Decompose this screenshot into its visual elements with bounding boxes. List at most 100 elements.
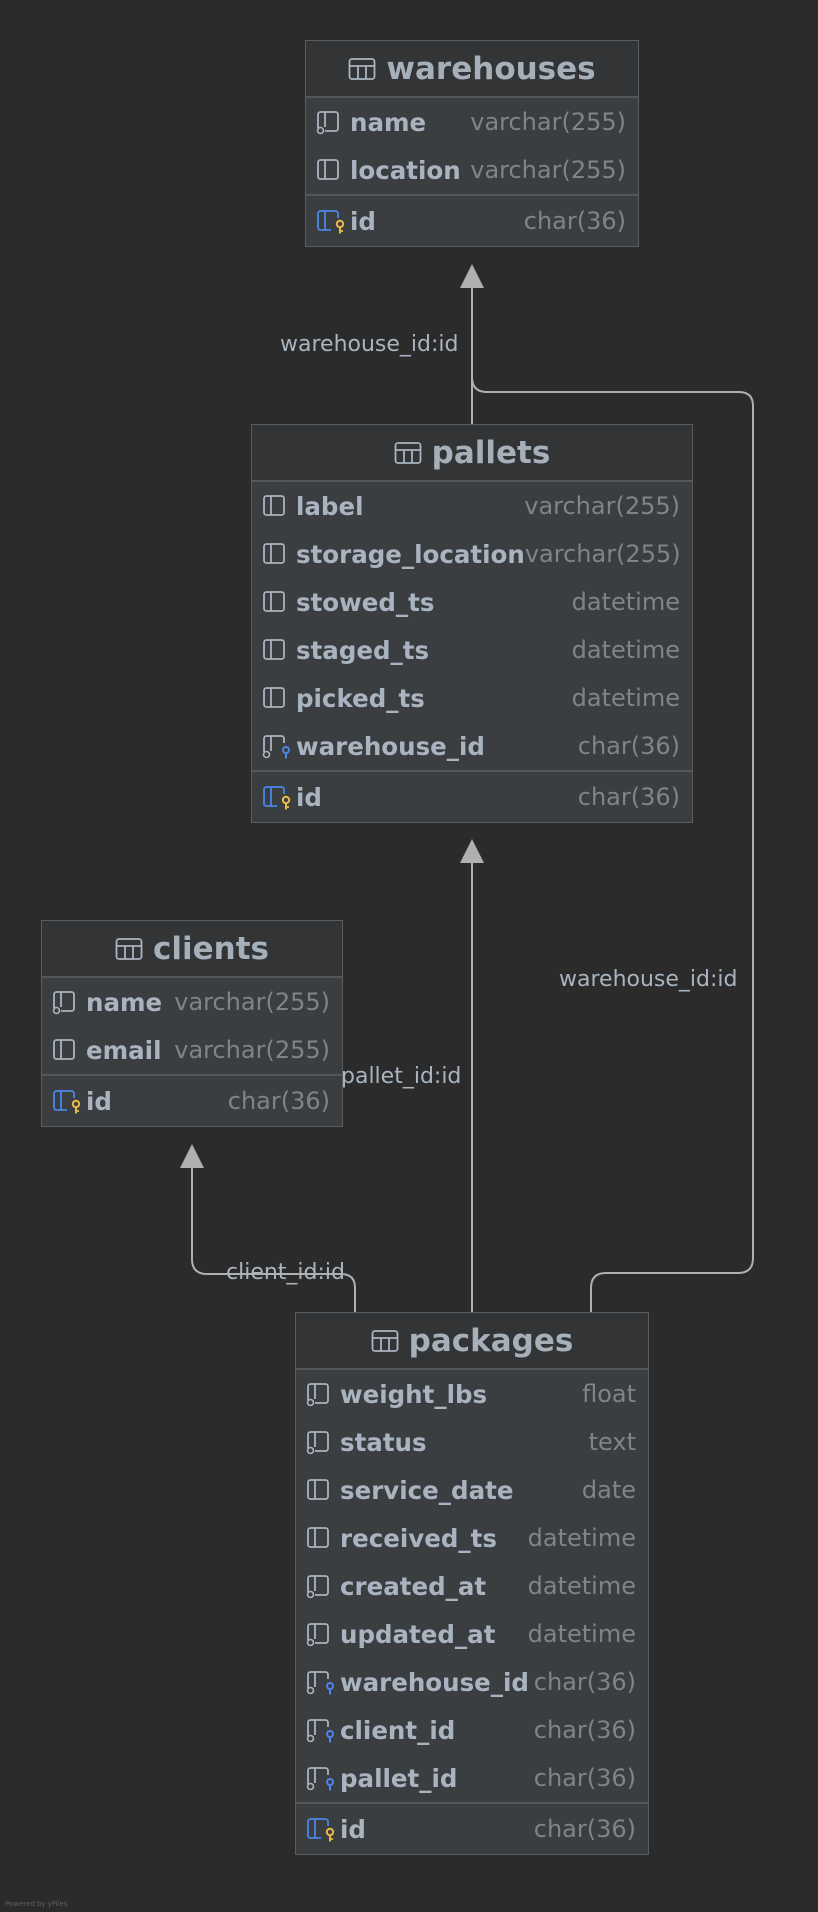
edge-packages-client: [191, 1166, 356, 1312]
table-header[interactable]: pallets: [252, 425, 692, 482]
column-name: id: [340, 1814, 366, 1844]
column-row[interactable]: service_date date: [296, 1466, 648, 1514]
column-row[interactable]: email varchar(255): [42, 1026, 342, 1074]
column-type: char(36): [533, 1716, 636, 1744]
table-title: pallets: [431, 434, 551, 471]
primary-key-icon: [306, 1816, 336, 1842]
column-type: char(36): [533, 1764, 636, 1792]
column-row[interactable]: client_id char(36): [296, 1706, 648, 1754]
column-indexed-icon: [316, 109, 346, 135]
column-row[interactable]: created_at datetime: [296, 1562, 648, 1610]
table-warehouses[interactable]: warehouses name varchar(255) location varcha…: [305, 40, 639, 247]
column-name: storage_location: [296, 539, 525, 569]
column-name: client_id: [340, 1715, 456, 1745]
table-header[interactable]: packages: [296, 1313, 648, 1370]
column-row[interactable]: location varchar(255): [306, 146, 638, 194]
column-type: varchar(255): [174, 988, 330, 1016]
column-indexed-icon: [306, 1621, 336, 1647]
arrowhead-warehouses: [460, 264, 484, 288]
column-indexed-icon: [52, 989, 82, 1015]
column-type: varchar(255): [174, 1036, 330, 1064]
column-name: stowed_ts: [296, 587, 435, 617]
primary-key-row[interactable]: id char(36): [42, 1074, 342, 1126]
column-type: char(36): [523, 207, 626, 235]
column-name: service_date: [340, 1475, 514, 1505]
column-name: received_ts: [340, 1523, 497, 1553]
column-type: varchar(255): [524, 540, 681, 568]
column-type: date: [581, 1476, 636, 1504]
column-type: char(36): [577, 732, 680, 760]
edge-label-packages-pallet: pallet_id:id: [341, 1064, 462, 1089]
column-type: float: [582, 1380, 636, 1408]
primary-key-row[interactable]: id char(36): [306, 194, 638, 246]
arrowhead-pallets: [460, 839, 484, 863]
edge-label-packages-warehouse: warehouse_id:id: [559, 967, 738, 992]
column-indexed-icon: [306, 1573, 336, 1599]
column-name: id: [296, 782, 322, 812]
column-type: varchar(255): [470, 156, 626, 184]
column-icon: [262, 589, 292, 615]
column-name: created_at: [340, 1571, 487, 1601]
column-icon: [316, 157, 346, 183]
column-icon: [262, 493, 292, 519]
column-name: updated_at: [340, 1619, 496, 1649]
foreign-key-icon: [306, 1717, 336, 1743]
column-name: email: [86, 1035, 162, 1065]
column-row[interactable]: name varchar(255): [306, 98, 638, 146]
table-header[interactable]: clients: [42, 921, 342, 978]
column-name: id: [350, 206, 376, 236]
table-icon: [394, 441, 422, 465]
foreign-key-icon: [262, 733, 292, 759]
column-type: datetime: [527, 1524, 636, 1552]
column-name: warehouse_id: [340, 1667, 529, 1697]
column-type: char(36): [227, 1087, 330, 1115]
edge-packages-warehouse: [471, 376, 754, 1312]
edge-label-pallets-warehouse: warehouse_id:id: [280, 332, 459, 357]
column-row[interactable]: received_ts datetime: [296, 1514, 648, 1562]
column-name: status: [340, 1427, 427, 1457]
column-type: char(36): [533, 1815, 636, 1843]
column-name: location: [350, 155, 461, 185]
column-name: staged_ts: [296, 635, 430, 665]
column-row[interactable]: picked_ts datetime: [252, 674, 692, 722]
table-title: warehouses: [386, 50, 596, 87]
column-name: label: [296, 491, 364, 521]
column-name: id: [86, 1086, 112, 1116]
column-indexed-icon: [306, 1381, 336, 1407]
column-type: datetime: [527, 1572, 636, 1600]
column-row[interactable]: name varchar(255): [42, 978, 342, 1026]
column-type: datetime: [527, 1620, 636, 1648]
column-type: datetime: [571, 684, 680, 712]
table-clients[interactable]: clients name varchar(255) email varchar(255)…: [41, 920, 343, 1127]
primary-key-icon: [316, 208, 346, 234]
column-row[interactable]: updated_at datetime: [296, 1610, 648, 1658]
arrowhead-clients: [180, 1144, 204, 1168]
primary-key-row[interactable]: id char(36): [296, 1802, 648, 1854]
column-name: picked_ts: [296, 683, 425, 713]
footer-credit: Powered by yFiles: [5, 1900, 68, 1908]
column-name: name: [86, 987, 163, 1017]
foreign-key-icon: [306, 1765, 336, 1791]
column-type: varchar(255): [524, 492, 680, 520]
column-name: name: [350, 107, 427, 137]
column-type: datetime: [571, 588, 680, 616]
column-row[interactable]: stowed_ts datetime: [252, 578, 692, 626]
primary-key-icon: [262, 784, 292, 810]
column-type: varchar(255): [470, 108, 626, 136]
column-icon: [306, 1477, 336, 1503]
primary-key-icon: [52, 1088, 82, 1114]
column-row[interactable]: label varchar(255): [252, 482, 692, 530]
column-icon: [262, 541, 292, 567]
table-header[interactable]: warehouses: [306, 41, 638, 98]
edge-label-packages-client: client_id:id: [226, 1260, 345, 1285]
